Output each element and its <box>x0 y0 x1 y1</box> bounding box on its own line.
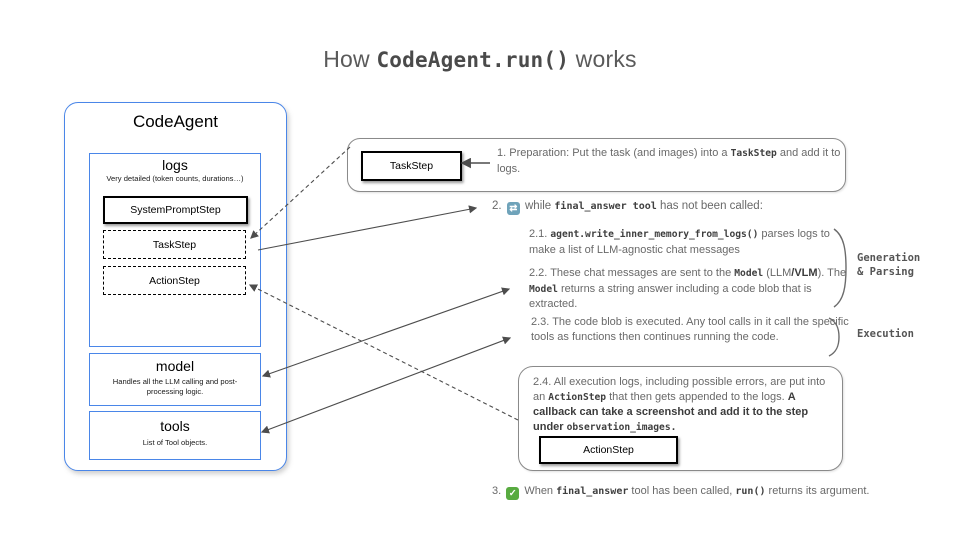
step22-bold: /VLM <box>791 267 818 279</box>
tools-box: tools List of Tool objects. <box>89 411 261 460</box>
title-post: works <box>569 46 637 72</box>
step1-code: TaskStep <box>730 148 777 159</box>
logs-box: logs Very detailed (token counts, durati… <box>89 153 261 347</box>
step21-post: parses logs to make a list of LLM-agnost… <box>529 228 830 256</box>
step1-box: TaskStep 1. Preparation: Put the task (a… <box>347 138 846 192</box>
system-prompt-step-label: SystemPromptStep <box>130 204 221 216</box>
step1-text: 1. Preparation: Put the task (and images… <box>497 146 842 176</box>
step3-code1: final_answer <box>556 486 629 497</box>
generation-parsing-label: Generation & Parsing <box>857 252 921 278</box>
step22-seg: 2.2. These chat messages are sent to the <box>529 267 735 279</box>
step1-taskstep-label: TaskStep <box>389 160 434 172</box>
code-agent-title: CodeAgent <box>132 112 219 131</box>
model-title: model <box>155 358 195 374</box>
step3-mid: tool has been called, <box>628 485 736 497</box>
arrow-tools-step23 <box>260 336 512 434</box>
tools-title: tools <box>160 418 190 434</box>
step23-text: 2.3. The code blob is executed. Any tool… <box>531 316 849 343</box>
step24-actionstep-label: ActionStep <box>583 444 634 456</box>
action-step-box: ActionStep <box>103 266 246 295</box>
model-box: model Handles all the LLM calling and po… <box>89 353 261 406</box>
step24-actionstep-box: ActionStep <box>539 436 678 464</box>
step3-pre: When <box>524 485 557 497</box>
step22-seg: (LLM <box>763 267 792 279</box>
execution-label: Execution <box>857 328 914 340</box>
step2-post: has not been called: <box>656 200 763 212</box>
slide-title: How CodeAgent.run() works <box>0 46 960 73</box>
step24-code: ActionStep <box>548 391 607 403</box>
step24-bold: A callback can take a screenshot and add… <box>533 390 809 433</box>
title-code: CodeAgent.run() <box>376 48 570 72</box>
title-pre: How <box>323 46 377 72</box>
step24-box: 2.4. All execution logs, including possi… <box>518 366 843 471</box>
task-step-box: TaskStep <box>103 230 246 259</box>
step22-seg: ). The <box>817 267 847 279</box>
arrow-step24-to-logs-actionstep <box>248 284 519 421</box>
tools-subtitle: List of Tool objects. <box>142 438 208 447</box>
arrow-logs-to-step2 <box>257 205 478 251</box>
logs-subtitle: Very detailed (token counts, durations…) <box>106 174 244 183</box>
step24-boldcode: observation_images. <box>566 421 677 433</box>
repeat-icon: ⇄ <box>506 202 520 215</box>
step24-text: 2.4. All execution logs, including possi… <box>533 375 831 435</box>
system-prompt-step-box: SystemPromptStep <box>103 196 248 224</box>
step22-seg: returns a string answer including a code… <box>529 282 812 311</box>
step3-line: 3. ✓ When final_answer tool has been cal… <box>492 485 869 500</box>
step21-text: 2.1. agent.write_inner_memory_from_logs(… <box>529 227 853 257</box>
step22-code: Model <box>734 268 764 279</box>
step2-code: final_answer tool <box>554 201 657 212</box>
task-step-label: TaskStep <box>152 238 197 251</box>
step24-seg: 2.4. All execution logs, including possi… <box>533 376 826 403</box>
step22-text: 2.2. These chat messages are sent to the… <box>529 266 853 312</box>
step1-taskstep-box: TaskStep <box>361 151 462 181</box>
step1-seg: and add it to logs. <box>497 147 841 175</box>
logs-title: logs <box>162 157 188 173</box>
step1-seg: 1. Preparation: Put the task (and images… <box>497 147 731 159</box>
step2-line: 2. ⇄ while final_answer tool has not bee… <box>492 200 763 215</box>
step21-code: agent.write_inner_memory_from_logs() <box>550 229 759 240</box>
action-step-label: ActionStep <box>149 274 200 287</box>
step21-number: 2.1. <box>529 228 551 240</box>
step22-code: Model <box>529 283 558 295</box>
step3-number: 3. <box>492 485 502 497</box>
arrow-model-step22 <box>261 287 511 378</box>
step3-code2: run() <box>735 486 766 497</box>
step2-number: 2. <box>492 200 502 212</box>
code-agent-box: CodeAgent logs Very detailed (token coun… <box>64 102 287 471</box>
step3-post: returns its argument. <box>765 485 870 497</box>
step23-block: 2.3. The code blob is executed. Any tool… <box>531 315 851 344</box>
model-subtitle: Handles all the LLM calling and post-pro… <box>112 377 238 396</box>
check-icon: ✓ <box>506 487 520 500</box>
step2-pre: while <box>525 200 555 212</box>
step24-seg: that then gets appended to the logs. <box>606 390 788 403</box>
step21-22-block: 2.1. agent.write_inner_memory_from_logs(… <box>529 227 853 312</box>
